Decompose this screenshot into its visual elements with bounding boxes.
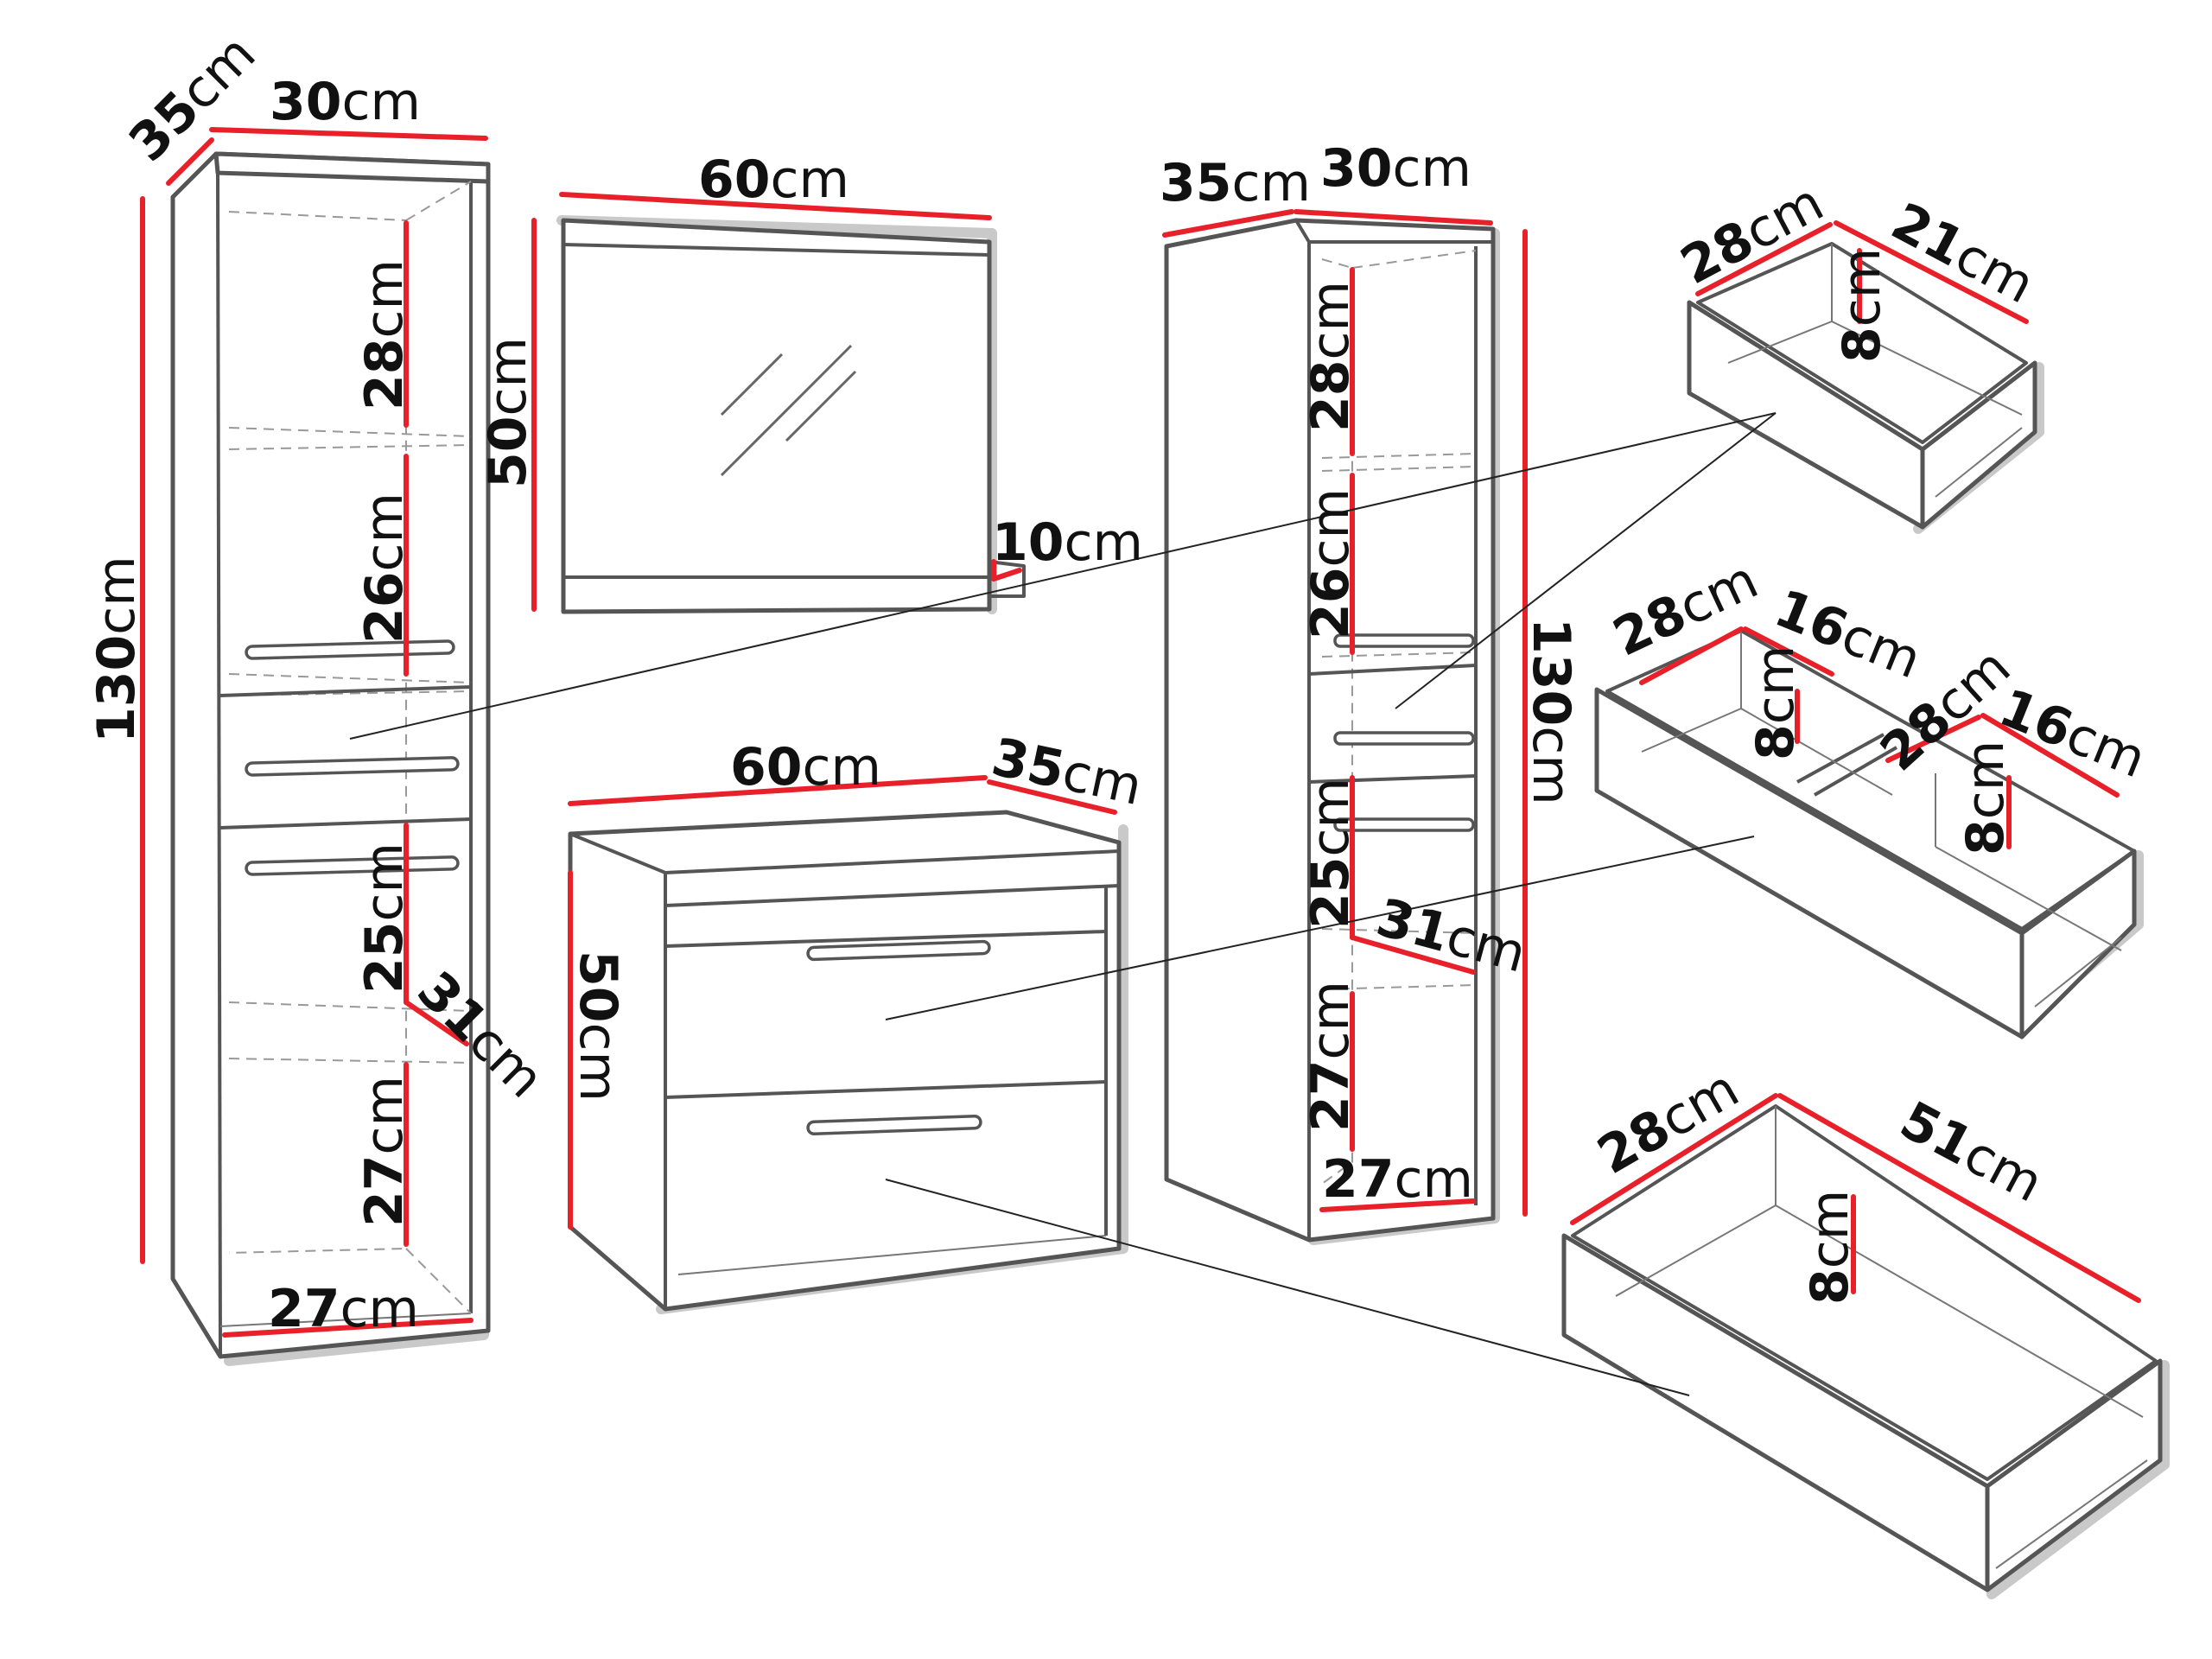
tallL-shelf1-label: 28cm: [354, 259, 415, 410]
drawerC-height-label: 8cm: [1955, 741, 2016, 855]
tallR-depth-line: [1162, 209, 1294, 238]
tallL-shelf2-label: 26cm: [354, 493, 415, 644]
mirror: [531, 192, 1026, 614]
dimension-labels: 35cm 30cm 130cm 28cm 26cm 25cm 31cm 27cm…: [86, 23, 2154, 1339]
drawerD-width-label: 51cm: [1891, 1090, 2052, 1214]
drawerA-width-label: 21cm: [1882, 191, 2044, 315]
drawer-a: [1687, 220, 2044, 534]
drawerA-depth-line: [1695, 222, 1833, 296]
drawer-bc: [1594, 626, 2144, 1039]
tallL-width-line: [209, 127, 488, 141]
vanity-width-line: [568, 775, 988, 806]
vanity-depth-line: [987, 779, 1117, 815]
tallR-shelf1-label: 28cm: [1300, 281, 1361, 432]
tallR-width-label: 30cm: [1320, 138, 1471, 199]
tall-cabinet-left: [140, 127, 491, 1366]
tallL-width-label: 30cm: [270, 72, 421, 132]
drawerC-width-line: [1980, 713, 2120, 798]
drawerB-depth-label: 28cm: [1605, 550, 1767, 668]
vanity-depth-label: 35cm: [987, 727, 1147, 817]
drawerD-width-line: [1777, 1093, 2141, 1303]
tallL-inner-width-label: 27cm: [268, 1279, 419, 1339]
tall-cabinet-right: [1162, 209, 1528, 1245]
drawerB-height-label: 8cm: [1745, 645, 1806, 760]
mirror-width-label: 60cm: [698, 149, 849, 210]
drawerB-depth-line: [1639, 626, 1744, 685]
tallR-shelf2-label: 26cm: [1300, 488, 1361, 639]
tallR-height-label: 130cm: [1521, 618, 1581, 805]
tallR-depth-label: 35cm: [1160, 153, 1311, 213]
mirror-height-label: 50cm: [478, 337, 538, 488]
drawerD-depth-line: [1570, 1093, 1778, 1225]
tallL-height-label: 130cm: [86, 556, 147, 743]
drawerA-width-line: [1834, 220, 2029, 324]
drawerA-height-label: 8cm: [1832, 248, 1892, 363]
vanity-unit: [568, 775, 1128, 1314]
tallR-shelf4-label: 27cm: [1300, 981, 1361, 1132]
mirror-width-line: [559, 192, 992, 220]
tallL-shelf4-label: 27cm: [354, 1076, 415, 1227]
tallL-shelf3-label: 25cm: [354, 842, 415, 994]
tallL-depth-line: [166, 137, 214, 186]
tallR-inner-width-label: 27cm: [1322, 1149, 1473, 1210]
tallL-depth-label: 35cm: [118, 23, 267, 173]
drawer-d: [1561, 1093, 2170, 1599]
tallR-width-line: [1294, 209, 1493, 226]
tallR-shelf3-label: 25cm: [1300, 778, 1361, 929]
vanity-width-label: 60cm: [730, 737, 881, 798]
drawerB-width-line: [1743, 626, 1834, 677]
leader-lines: [349, 412, 1777, 1396]
drawerD-depth-label: 28cm: [1588, 1058, 1750, 1186]
vanity-height-label: 50cm: [568, 950, 628, 1102]
mirror-shelf-label: 10cm: [992, 512, 1143, 573]
drawerC-depth-line: [1885, 715, 1981, 763]
drawerD-height-label: 8cm: [1800, 1190, 1860, 1305]
